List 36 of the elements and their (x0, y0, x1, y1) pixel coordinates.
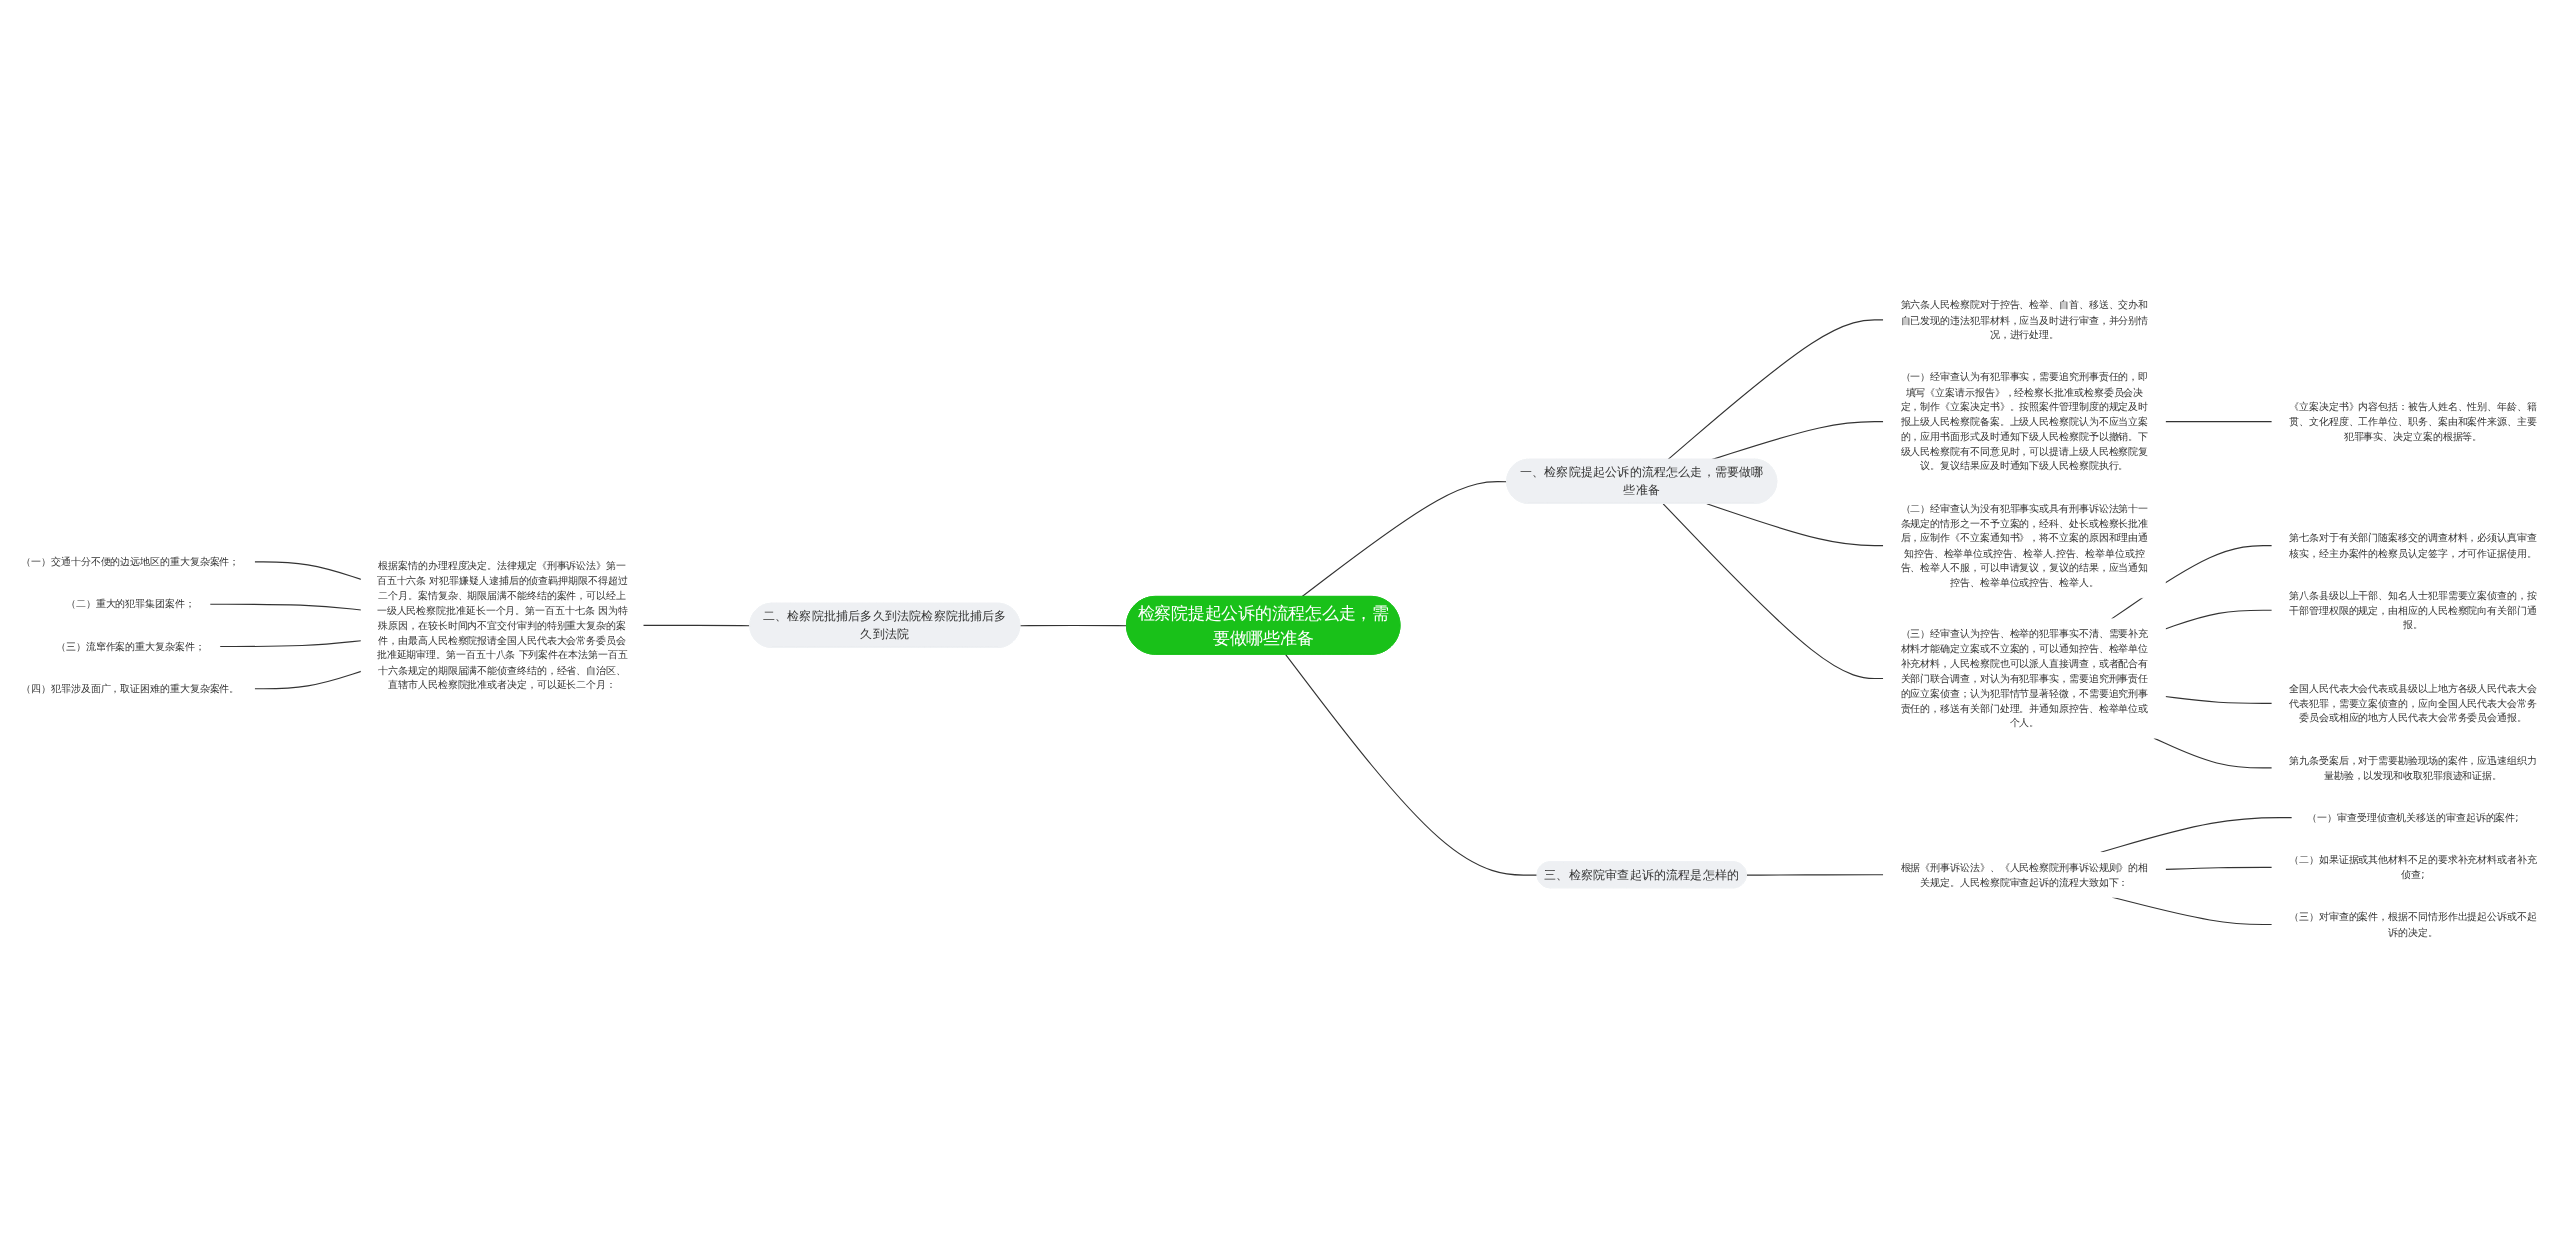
connector (1662, 503, 1884, 680)
connector (2153, 737, 2273, 769)
node-text: 全国人民代表大会代表或县级以上地方各级人民代表大会代表犯罪，需要立案侦查的，应向全国人民代表大会常务委员会或相应的地方人民代表大会常务委员会通报。 (2289, 682, 2537, 724)
connector (2164, 421, 2273, 423)
connector (1746, 874, 1884, 876)
node-text: 第八条县级以上干部、知名人士犯罪需要立案侦查的，按干部管理权限的规定，由相应的人民检察院向有关部门通报。 (2289, 589, 2537, 631)
connector (2164, 866, 2273, 870)
connector (1667, 319, 1884, 461)
node-text: （二）经审查认为没有犯罪事实或具有刑事诉讼法第十一条规定的情形之一不予立案的，经科、处长或检察长批准后，应制作《不立案通知书》，将不立案的原因和理由通知控告、检举单位或控告、检举人.控告、检举单位或控告、检举人不服，可以申请复议，复议的结果，应当通知控告、检举单位或控告、检举人。 (1900, 502, 2149, 589)
node-text: （三）经审查认为控告、检举的犯罪事实不清、需要补充材料才能确定立案或不立案的，可以通知控告、检举单位补充材料，人民检察院也可以派人直接调查，或者配合有关部门联合调查，对认为有犯罪事实，需要追究刑事责任的应立案侦查；认为犯罪情节显著轻微，不需要追究刑事责任的，移送有关部门处理。并通知原控告、检举单位或个人。 (1900, 628, 2149, 729)
node-text: 《立案决定书》内容包括：被告人姓名、性别、年龄、籍贯、文化程度、工作单位、职务、案由和案件来源、主要犯罪事实、决定立案的根据等。 (2289, 400, 2537, 443)
connector (219, 640, 362, 648)
connector (2100, 817, 2293, 853)
node-text: 第七条对于有关部门随案移交的调查材料，必须认真审查核实，经主办案件的检察员认定签字，才可作证据使用。 (2289, 532, 2537, 559)
connector (2164, 695, 2273, 704)
node-text: （三）对审查的案件，根据不同情形作出提起公诉或不起诉的决定。 (2289, 911, 2537, 938)
node-text: （二）重大的犯罪集团案件； (65, 598, 195, 610)
connector (209, 603, 362, 611)
node-text: （二）如果证据或其他材料不足的要求补充材料或者补充侦查; (2289, 854, 2537, 881)
connector (2164, 609, 2273, 630)
node-text: 根据案情的办理程度决定。法律规定《刑事诉讼法》第一百五十六条 对犯罪嫌疑人逮捕后的侦查羁押期限不得超过二个月。案情复杂、期限届满不能终结的案件，可以经上一级人民检察院批准延长一个月。第一百五十七条 因为特殊原因，在较长时间内不宜交付审判的特别重大复杂的案件，由最高人民检察院报请全国人民代表大会常务委员会批准延期审理。第一百五十八条 下列案件在本法第一百五十六条规定的期限届满不能侦查终结的，经省、自治区、直辖市人民检察院批准或者决定，可以延长二个月： (376, 560, 628, 691)
node-text: （一）交通十分不便的边远地区的重大复杂案件； (21, 556, 240, 568)
node-text: （三）流窜作案的重大复杂案件； (56, 640, 205, 653)
node-text: （四）犯罪涉及面广，取证困难的重大复杂案件。 (21, 682, 240, 695)
connector (1706, 503, 1884, 547)
connector (642, 624, 751, 627)
connector (1285, 654, 1539, 876)
connector (253, 670, 362, 690)
connector (1301, 481, 1508, 598)
node-text: （一）审查受理侦查机关移送的审查起诉的案件; (2307, 811, 2519, 824)
connector (253, 561, 362, 580)
node-text: 第六条人民检察院对于控告、检举、自首、移送、交办和自已发现的违法犯罪材料，应当及时进行审查，并分别情况，进行处理。 (1900, 299, 2149, 341)
node-text: （一）经审查认为有犯罪事实，需要追究刑事责任的，即填写《立案请示报告》，经检察长批准或检察委员会决定，制作《立案决定书》。按照案件管理制度的规定及时报上级人民检察院备案。上级人民检察院认为不应当立案的，应用书面形式及时通知下级人民检察院予以撤销。下级人民检察院有不同意见时，可以提请上级人民检察院复议。复议结果应及时通知下级人民检察院执行。 (1900, 371, 2149, 472)
connector (1019, 624, 1128, 627)
node-text: 根据《刑事诉讼法》、《人民检察院刑事诉讼规则》的相关规定。人民检察院审查起诉的流程大致如下： (1900, 861, 2149, 888)
node-text: 第九条受案后，对于需要勘验现场的案件，应迅速组织力量勘验，以发现和收取犯罪痕迹和证据。 (2289, 754, 2537, 781)
